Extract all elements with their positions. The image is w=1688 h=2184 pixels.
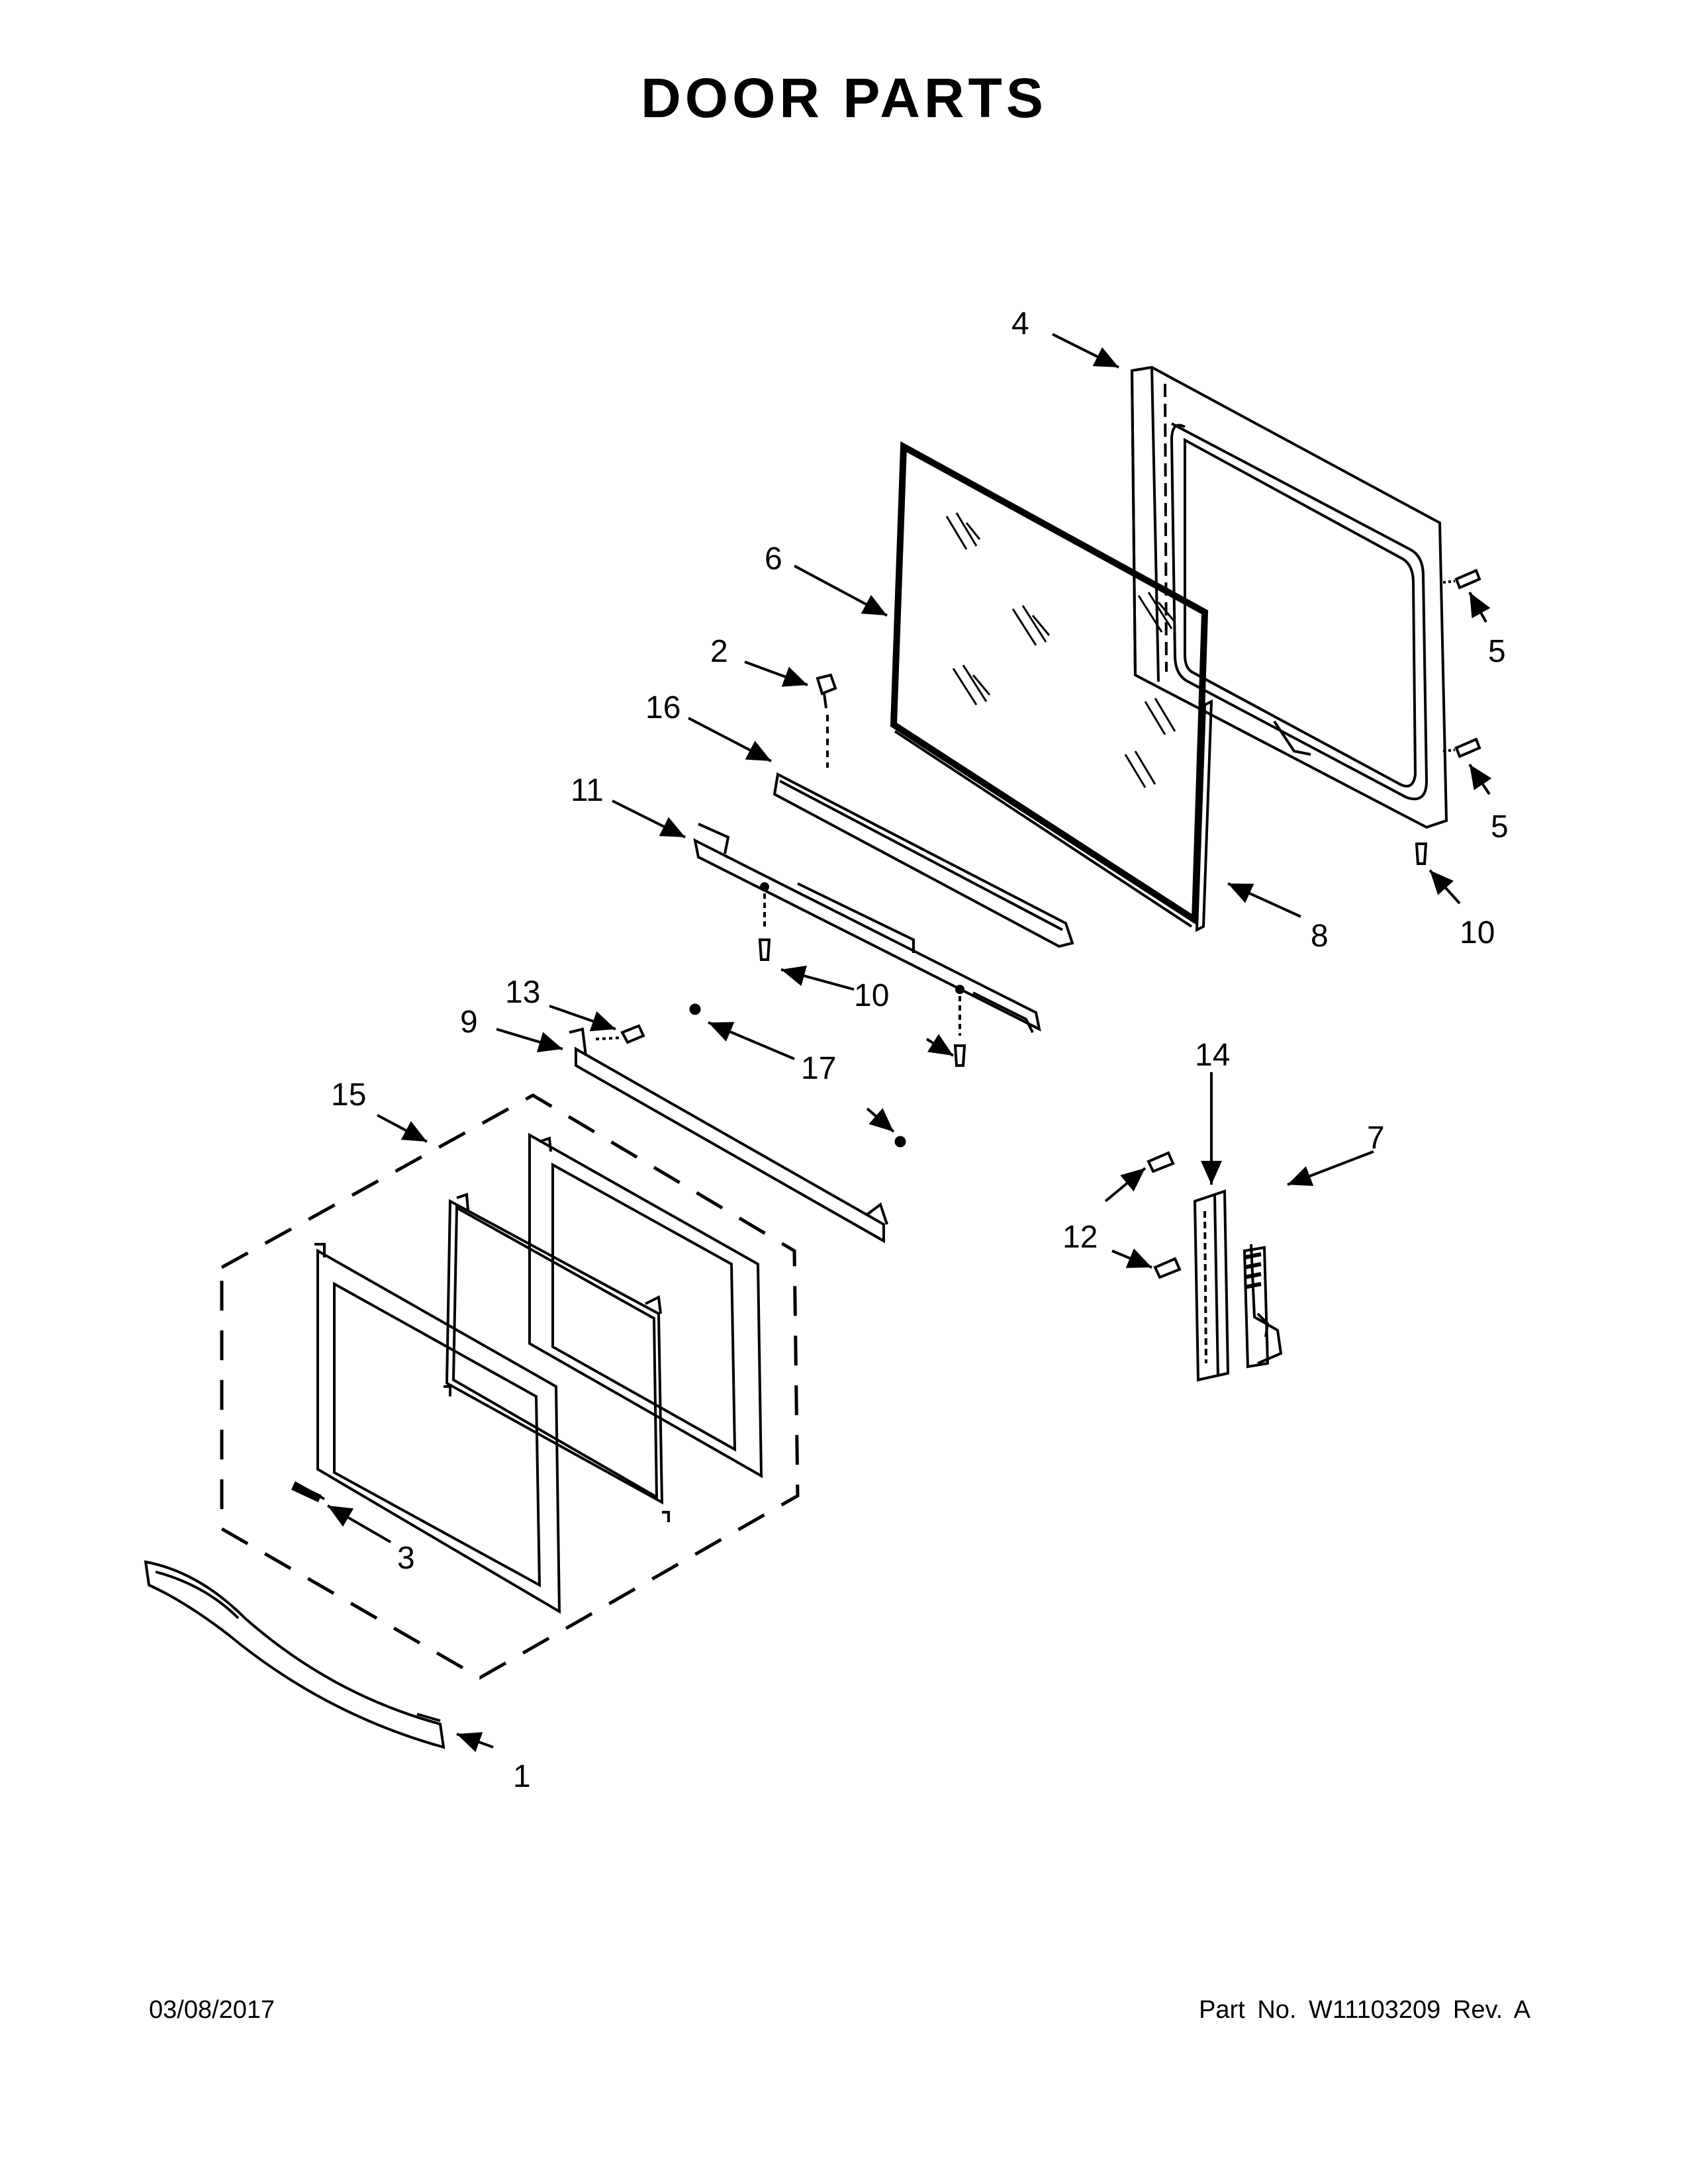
callout-10-right: 10 bbox=[1460, 915, 1495, 950]
hinge-receiver bbox=[1193, 1189, 1230, 1382]
part-number: Part No. W11103209 Rev. A bbox=[1199, 1996, 1530, 2024]
door-glass-assembly-outline bbox=[220, 1093, 800, 1680]
callout-14: 14 bbox=[1195, 1038, 1230, 1073]
vent-trim bbox=[773, 772, 1074, 948]
callout-4: 4 bbox=[1011, 306, 1029, 341]
screw-part-13 bbox=[595, 1024, 645, 1044]
inner-glass-pane bbox=[890, 441, 1209, 928]
callout-11: 11 bbox=[571, 773, 604, 808]
clip-part-17 bbox=[689, 1003, 906, 1148]
callout-16: 15 bbox=[331, 1077, 366, 1113]
screw-part-2 bbox=[816, 673, 837, 768]
callout-15: 16 bbox=[645, 690, 680, 725]
callout-1: 1 bbox=[513, 1759, 531, 1794]
callout-5-upper: 5 bbox=[1488, 634, 1506, 669]
callout-3: 3 bbox=[397, 1541, 415, 1576]
revision-date: 03/08/2017 bbox=[149, 1996, 275, 2024]
door-gasket bbox=[1195, 699, 1213, 933]
callout-17: 17 bbox=[801, 1051, 836, 1086]
callout-5-lower: 5 bbox=[1491, 809, 1509, 844]
badge-part-3 bbox=[291, 1482, 322, 1502]
door-glass-assembly bbox=[294, 1132, 763, 1614]
outer-door-frame bbox=[1130, 365, 1448, 829]
bottom-channel bbox=[693, 823, 1041, 1036]
callout-13: 13 bbox=[505, 975, 540, 1010]
door-handle bbox=[144, 1560, 445, 1749]
callout-7: 7 bbox=[1367, 1120, 1385, 1156]
page-title: DOOR PARTS bbox=[641, 67, 1047, 129]
callout-10-center: 10 bbox=[854, 978, 889, 1013]
callout-6: 6 bbox=[765, 541, 782, 576]
screw-part-12 bbox=[1147, 1151, 1182, 1279]
callout-labels: 4 6 2 16 11 5 5 8 10 13 10 9 17 15 14 7 … bbox=[331, 306, 1509, 1794]
callout-12: 12 bbox=[1062, 1220, 1098, 1255]
callout-8: 8 bbox=[1311, 919, 1329, 954]
screw-part-5 bbox=[1442, 569, 1481, 758]
callout-2: 2 bbox=[710, 634, 728, 669]
screw-part-10 bbox=[758, 842, 1428, 1067]
door-hinge bbox=[1243, 1244, 1283, 1369]
support-bar bbox=[569, 1027, 888, 1244]
callout-9: 9 bbox=[460, 1005, 478, 1040]
leader-arrows bbox=[326, 333, 1492, 1752]
